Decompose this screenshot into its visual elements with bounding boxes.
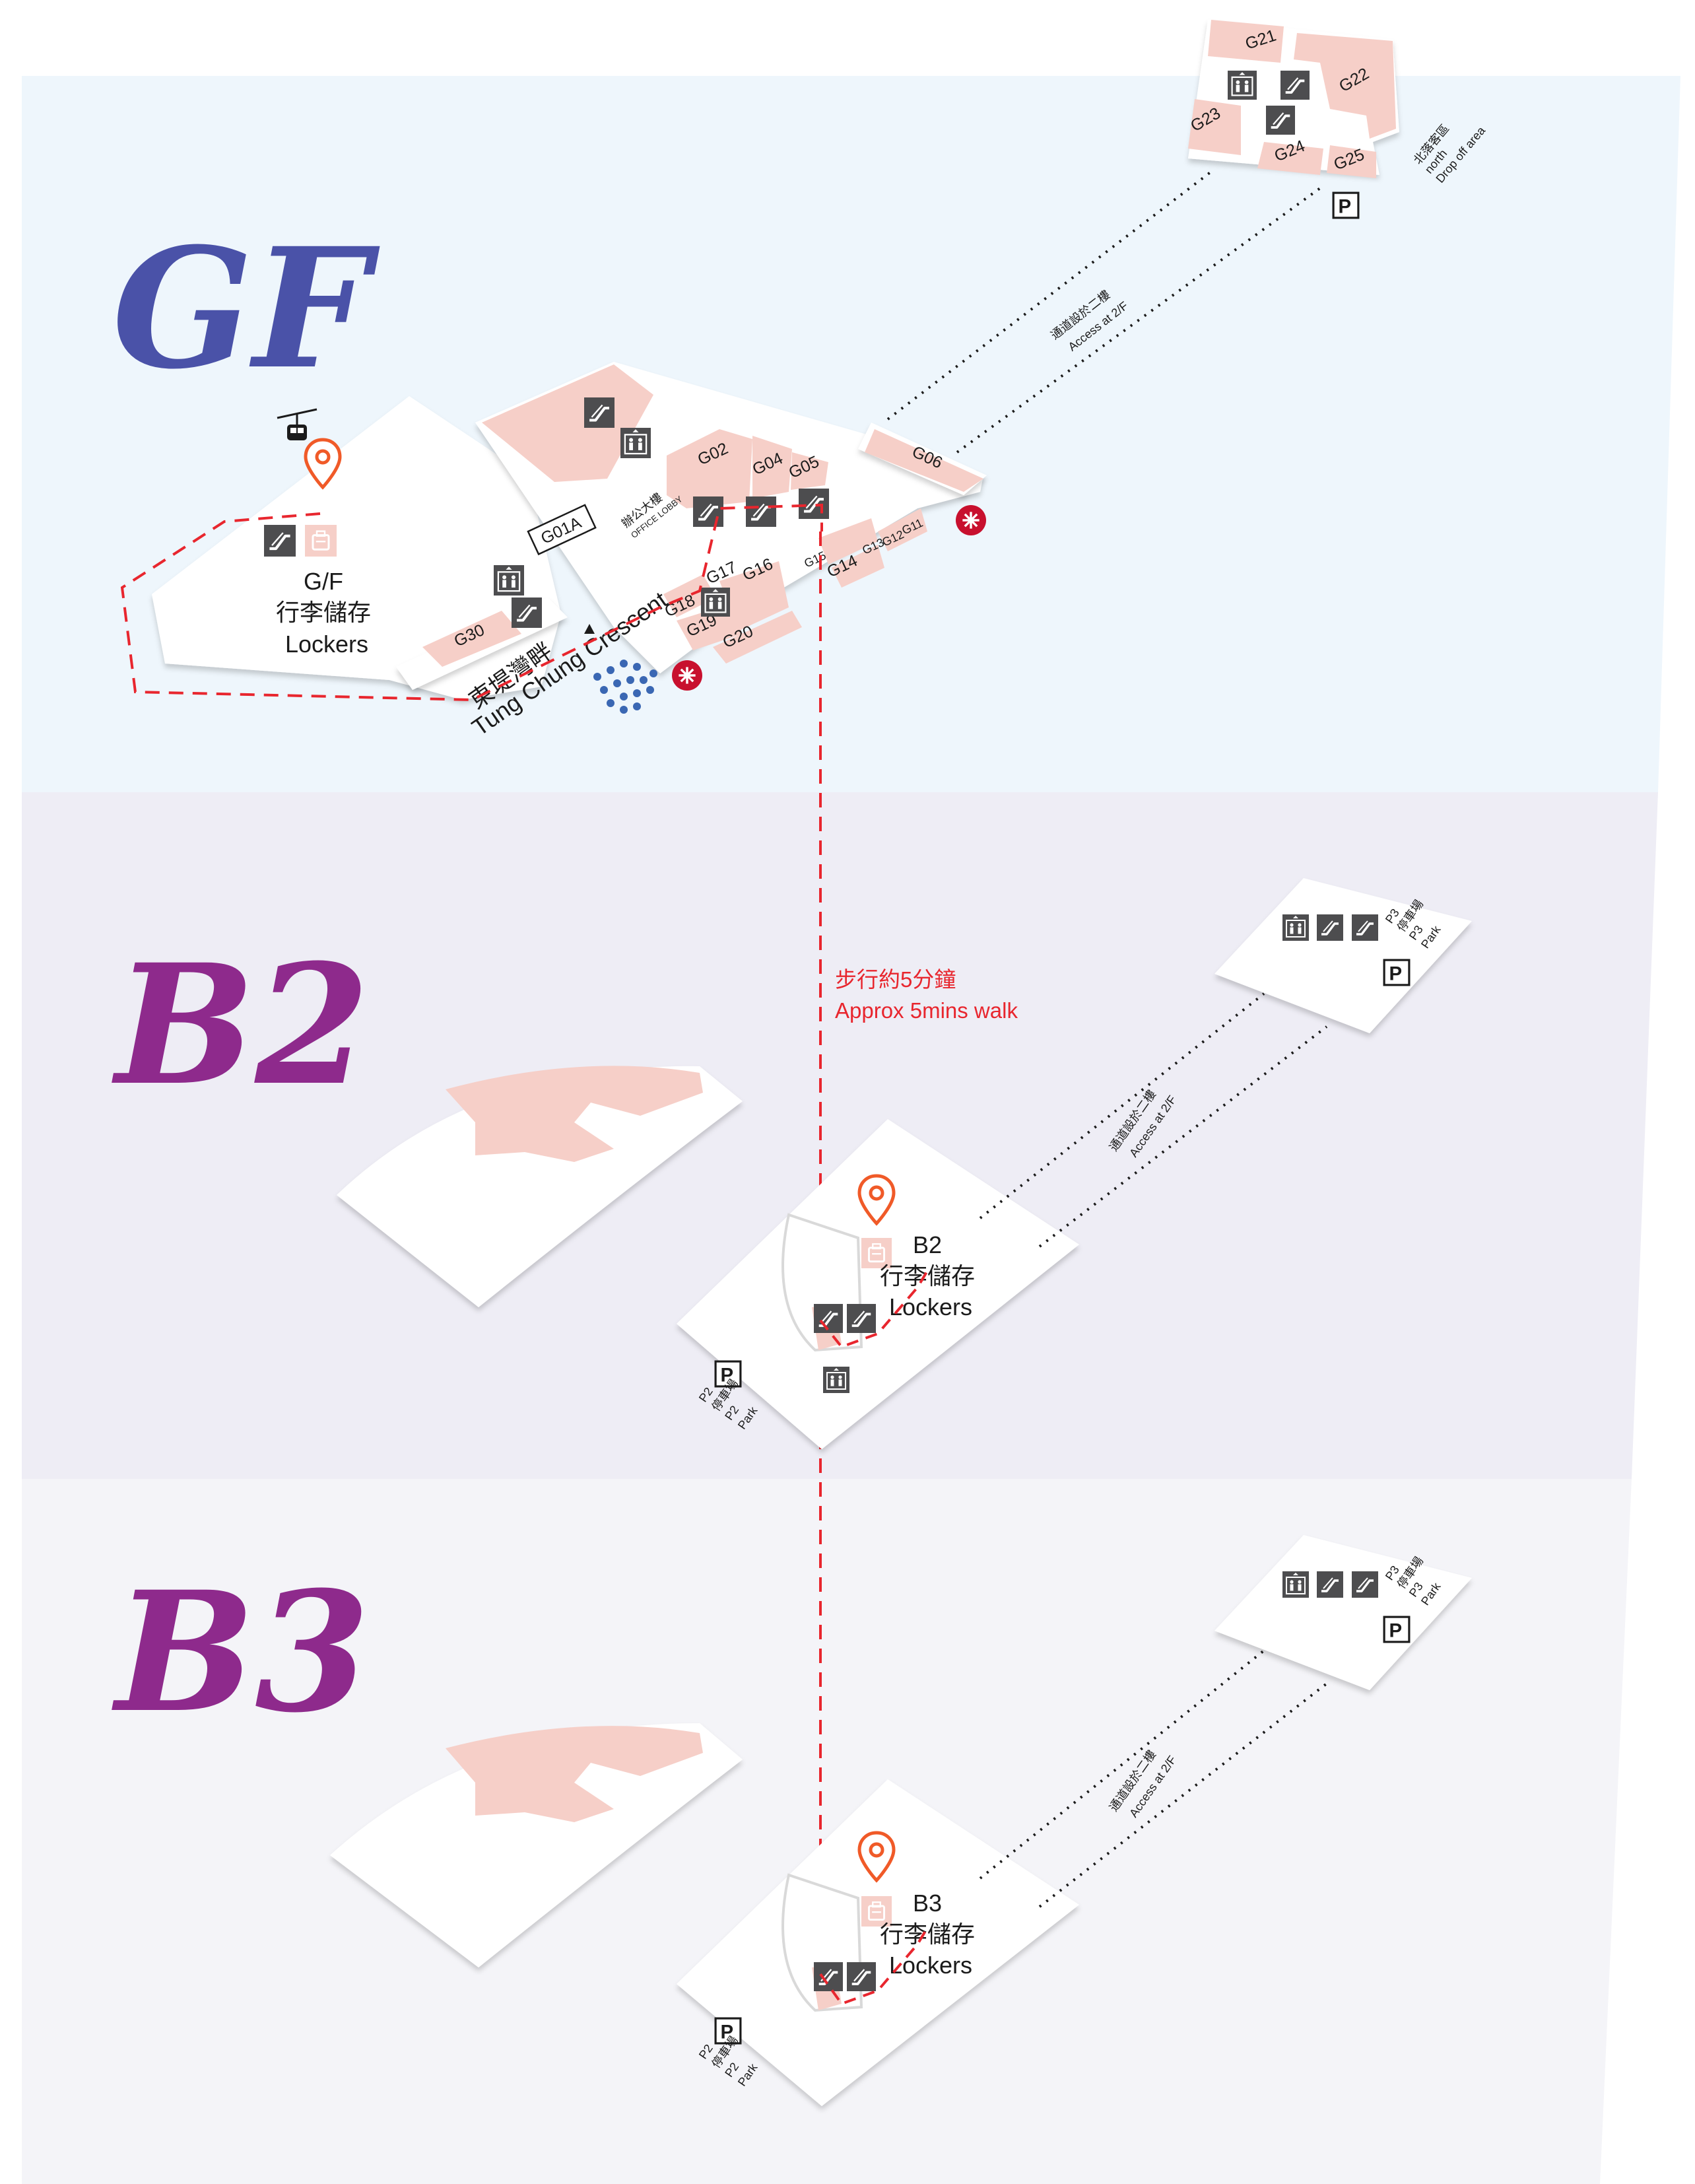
level-title-b3: B3 [112, 1555, 370, 1749]
escalator-icon [1352, 1571, 1378, 1598]
b3-lockers-level: B3 [913, 1890, 942, 1917]
b2-access-path [979, 992, 1265, 1219]
level-title-gf: GF [112, 211, 381, 405]
band-b3 [22, 1479, 1632, 2184]
unit-shape [791, 452, 828, 490]
bus-stop-icon [593, 660, 657, 714]
unit-shape [1294, 33, 1396, 139]
unit-shape [446, 1726, 703, 1822]
escalator-icon [512, 597, 542, 628]
lift-icon [1282, 914, 1309, 941]
escalator-icon [264, 525, 296, 557]
arrow-icon [584, 624, 595, 634]
unit-shape [422, 611, 521, 667]
unit-shape [818, 518, 878, 564]
mtr-icon [672, 660, 702, 691]
unit-shape [719, 561, 789, 631]
gf-access-path [956, 187, 1321, 454]
b2-west-plaza [337, 1066, 743, 1307]
gf-west-wing [152, 396, 561, 700]
parking-p3-icon [1332, 191, 1360, 219]
b3-lockers-en: Lockers [889, 1952, 972, 1979]
unit-shape [663, 574, 716, 617]
unit-shape [1188, 99, 1241, 155]
unit-shape [878, 508, 927, 551]
gf-lockers-level: G/F [304, 568, 343, 595]
gf-lockers-label: G/F 行李儲存 Lockers [276, 568, 378, 658]
unit-shape [713, 611, 802, 664]
b2-lockers-zh: 行李儲存 [880, 1262, 975, 1289]
escalator-icon [746, 496, 776, 527]
escalator-icon [584, 397, 615, 428]
parking-p3-icon [1383, 959, 1411, 986]
escalator-icon [847, 1304, 876, 1333]
walk-time-zh: 步行約5分鐘 [835, 967, 956, 992]
parking-p3-icon [1383, 1616, 1411, 1643]
lift-icon [701, 588, 730, 617]
escalator-icon [693, 496, 723, 527]
escalator-icon [1266, 106, 1295, 135]
b3-p3-block [1214, 1535, 1472, 1690]
escalator-icon [1317, 1571, 1343, 1598]
unit-shape [832, 545, 884, 588]
unit-shape [1327, 145, 1376, 178]
gf-lockers-zh: 行李儲存 [276, 599, 371, 626]
lift-icon [494, 565, 524, 596]
walk-time-label: 步行約5分鐘 Approx 5mins walk [835, 967, 1018, 1023]
b3-lockers-label: B3 行李儲存 Lockers [880, 1890, 981, 1979]
b2-access-path [1038, 1025, 1328, 1248]
b2-route [819, 1270, 929, 1349]
b3-west-plaza [330, 1723, 743, 1967]
escalator-icon [1280, 71, 1310, 100]
lift-icon [823, 1367, 849, 1393]
escalator-icon [799, 489, 829, 519]
b2-lockers-level: B2 [913, 1231, 942, 1258]
unit-shape [667, 429, 752, 508]
escalator-icon [1317, 914, 1343, 941]
escalator-icon [1352, 914, 1378, 941]
b3-access-path [1038, 1682, 1328, 1908]
gf-route [120, 503, 823, 702]
locker-icon [305, 525, 337, 557]
lift-icon [1228, 71, 1257, 100]
level-title-b2: B2 [112, 928, 370, 1122]
unit-shape [1257, 142, 1323, 175]
escalator-icon [814, 1962, 843, 1991]
gf-floorplan: G21 G22 G23 G24 G25 北落客區 north Drop off … [120, 20, 1488, 741]
b3-lockers-zh: 行李儲存 [880, 1921, 975, 1948]
lift-icon [1282, 1571, 1309, 1598]
b3-access-path [979, 1649, 1265, 1880]
unit-shape [865, 429, 983, 492]
walk-time-en: Approx 5mins walk [835, 998, 1018, 1023]
unit-shape [446, 1066, 703, 1162]
mtr-icon [956, 505, 986, 535]
cable-car-icon [277, 408, 317, 440]
escalator-icon [847, 1962, 876, 1991]
b2-main-block [677, 1119, 1079, 1449]
unit-shape [752, 436, 792, 498]
lift-icon [620, 428, 651, 458]
b2-floorplan: P3 停車場 P3 Park 通道設於二樓 Access at 2/F B2 行… [337, 878, 1472, 1449]
gf-lockers-en: Lockers [285, 631, 368, 658]
b3-main-block [677, 1779, 1079, 2106]
b2-lockers-en: Lockers [889, 1293, 972, 1320]
unit-shape [482, 364, 653, 482]
b2-lockers-label: B2 行李儲存 Lockers [880, 1231, 981, 1320]
b2-p3-block [1214, 878, 1472, 1033]
b3-route [819, 1927, 929, 2006]
unit-shape [1208, 20, 1284, 63]
